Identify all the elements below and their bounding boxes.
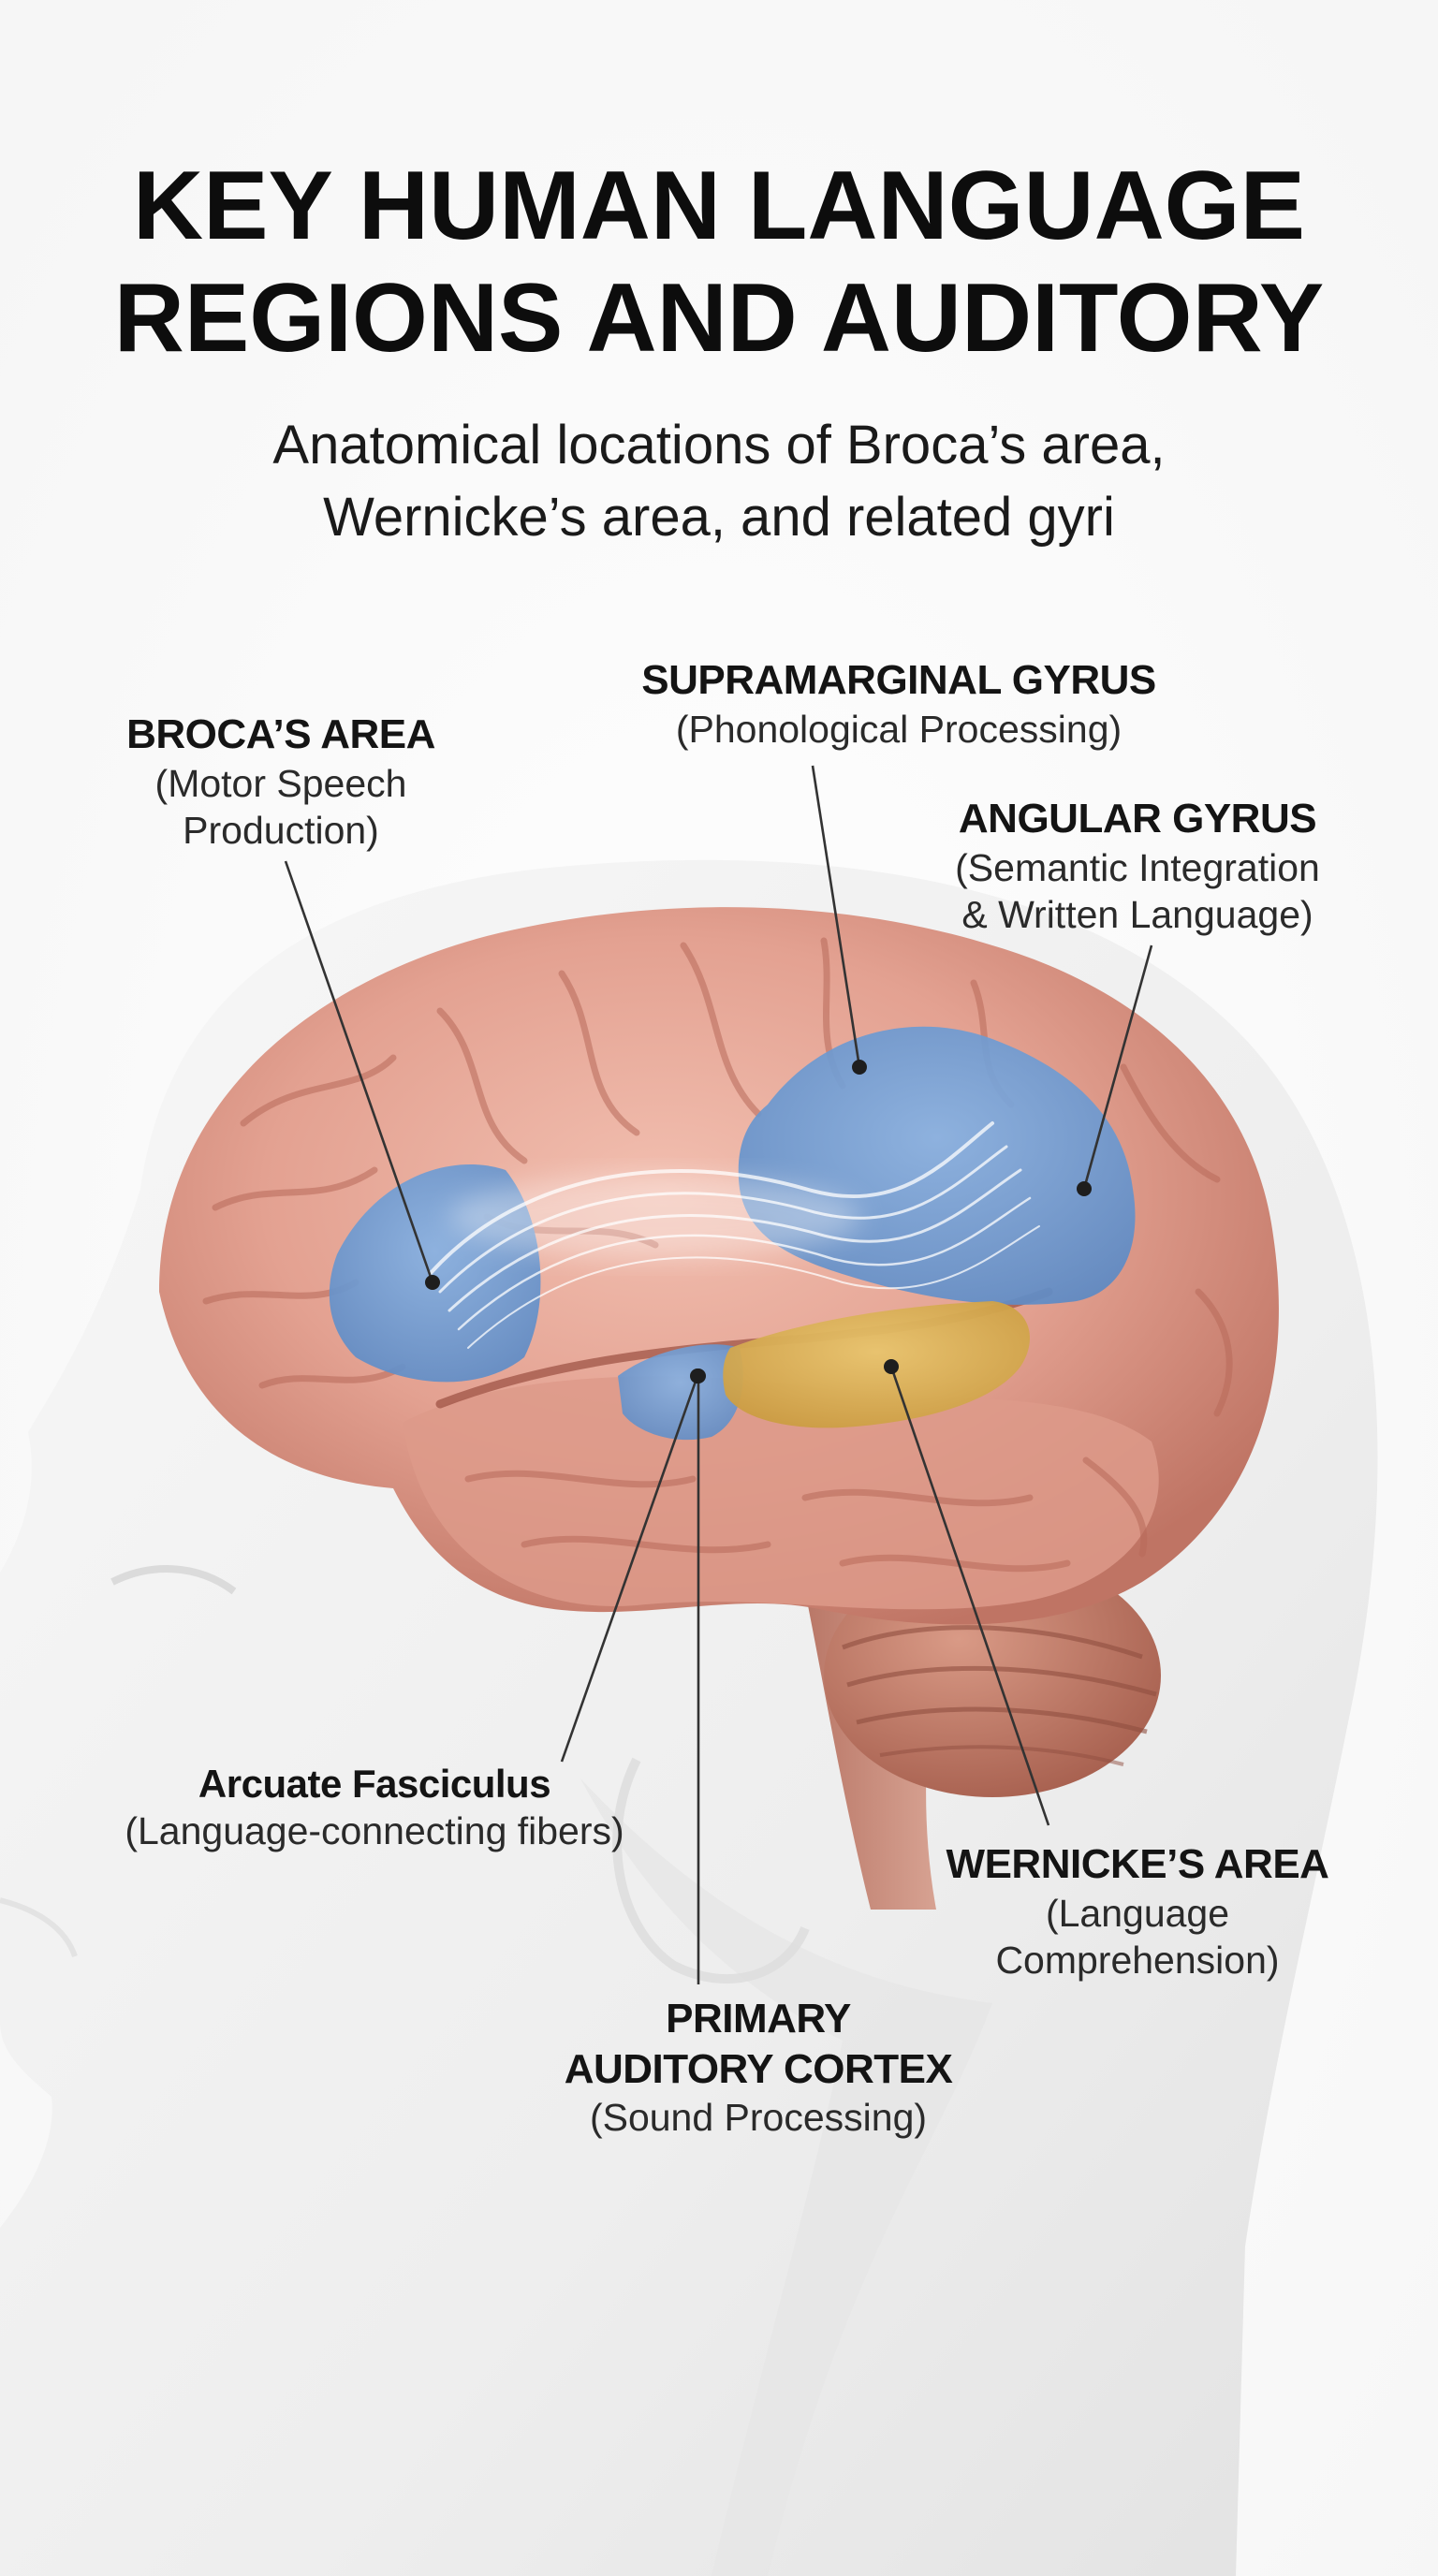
diagram-subtitle-line-1: Anatomical locations of Broca’s area, xyxy=(272,415,1166,476)
label-arcuate: Arcuate Fasciculus (Language-connecting … xyxy=(84,1760,665,1854)
anchor-dot-wernicke xyxy=(884,1359,899,1374)
label-auditory-desc: (Sound Processing) xyxy=(589,2096,928,2140)
label-supramarginal-desc: (Phonological Processing) xyxy=(675,707,1123,751)
leader-line-broca xyxy=(284,860,434,1283)
label-angular-desc-1: (Semantic Integration xyxy=(955,845,1320,889)
label-wernicke-desc-1: (Language xyxy=(1045,1891,1230,1935)
label-angular-name: ANGULAR GYRUS xyxy=(958,796,1317,842)
label-wernicke-desc-2: Comprehension) xyxy=(995,1938,1280,1982)
highlighted-regions xyxy=(329,1026,1136,1441)
label-broca-desc-2: Production) xyxy=(183,808,379,852)
label-angular: ANGULAR GYRUS (Semantic Integration & Wr… xyxy=(927,794,1348,938)
leader-line-angular xyxy=(1082,944,1153,1190)
label-wernicke-name: WERNICKE’S AREA xyxy=(946,1841,1329,1887)
leader-line-supramarginal xyxy=(811,765,861,1068)
diagram-title-line-2: REGIONS AND AUDITORY xyxy=(113,264,1325,373)
temporal-blue-strip xyxy=(618,1344,743,1441)
leader-line-arcuate xyxy=(560,1375,699,1763)
anchor-dot-auditory xyxy=(691,1368,706,1383)
label-arcuate-desc: (Language-connecting fibers) xyxy=(125,1809,624,1853)
label-broca-name: BROCA’S AREA xyxy=(126,711,435,757)
label-arcuate-name: Arcuate Fasciculus xyxy=(198,1762,551,1806)
label-supramarginal-name: SUPRAMARGINAL GYRUS xyxy=(641,657,1156,703)
wernicke-auditory-region xyxy=(723,1301,1030,1428)
anchor-dot-supramarginal xyxy=(852,1060,867,1075)
label-angular-desc-2: & Written Language) xyxy=(961,892,1313,936)
label-supramarginal: SUPRAMARGINAL GYRUS (Phonological Proces… xyxy=(599,655,1198,753)
anchor-dot-broca xyxy=(425,1275,440,1290)
label-auditory-name-1: PRIMARY xyxy=(666,1996,851,2042)
label-broca: BROCA’S AREA (Motor Speech Production) xyxy=(75,710,487,854)
leader-line-wernicke xyxy=(889,1366,1050,1826)
diagram-subtitle-line-2: Wernicke’s area, and related gyri xyxy=(323,487,1115,548)
anchor-dot-angular xyxy=(1077,1181,1092,1196)
label-primary-auditory-cortex: PRIMARY AUDITORY CORTEX (Sound Processin… xyxy=(524,1994,992,2141)
label-broca-desc-1: (Motor Speech xyxy=(154,761,407,805)
label-auditory-name-2: AUDITORY CORTEX xyxy=(564,2045,953,2092)
label-wernicke: WERNICKE’S AREA (Language Comprehension) xyxy=(927,1839,1348,1983)
leader-lines xyxy=(284,765,1153,1984)
diagram-title-line-1: KEY HUMAN LANGUAGE xyxy=(133,152,1305,260)
